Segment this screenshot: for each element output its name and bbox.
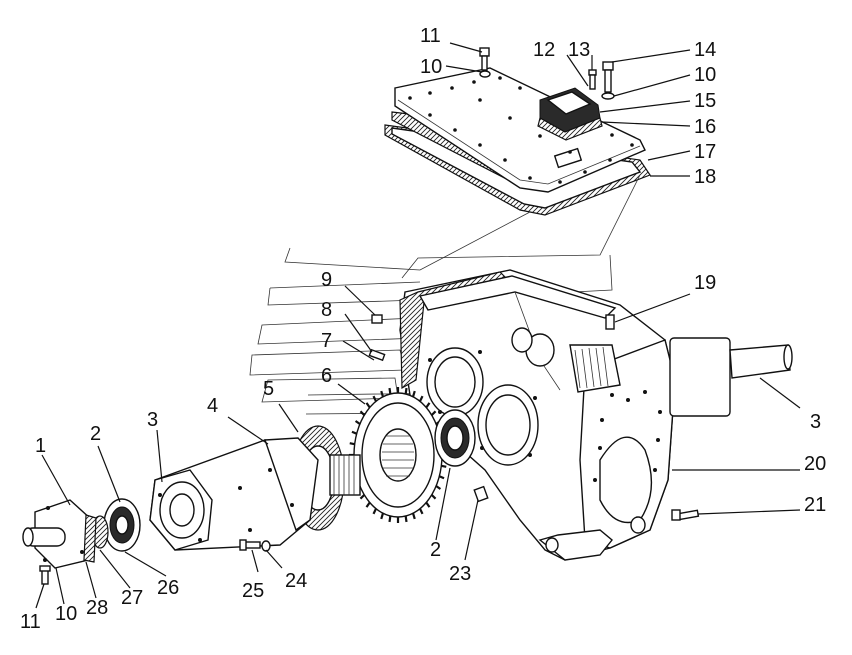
shaft-housing-4 bbox=[149, 437, 319, 551]
callout-24: 24 bbox=[285, 570, 307, 592]
screw-13 bbox=[588, 69, 597, 90]
callout-21: 21 bbox=[804, 494, 826, 516]
callout-8: 8 bbox=[321, 299, 332, 321]
bolt-19 bbox=[605, 314, 615, 330]
callout-10: 10 bbox=[420, 56, 442, 78]
callout-12: 12 bbox=[533, 39, 555, 61]
callout-10: 10 bbox=[55, 603, 77, 625]
gear-tooth bbox=[404, 387, 408, 395]
gear-tooth bbox=[359, 410, 366, 416]
callout-27: 27 bbox=[121, 587, 143, 609]
gear-tooth bbox=[430, 494, 437, 500]
bolt-21 bbox=[671, 509, 700, 521]
callout-2: 2 bbox=[430, 539, 441, 561]
callout-1: 1 bbox=[35, 435, 46, 457]
gear-tooth bbox=[351, 430, 358, 435]
callout-labels: 11 10 12 13 14 10 15 16 17 18 9 8 7 6 5 … bbox=[20, 25, 826, 633]
gear-tooth bbox=[372, 395, 377, 402]
gear-tooth bbox=[354, 420, 361, 425]
plug-23 bbox=[473, 485, 489, 503]
callout-10: 10 bbox=[694, 64, 716, 86]
callout-25: 25 bbox=[242, 580, 264, 602]
gear-tooth bbox=[441, 464, 447, 468]
gear-tooth bbox=[438, 475, 445, 480]
screw-25 bbox=[239, 539, 261, 551]
callout-3: 3 bbox=[810, 411, 821, 433]
callout-16: 16 bbox=[694, 116, 716, 138]
gear-tooth bbox=[404, 515, 408, 523]
callout-28: 28 bbox=[86, 597, 108, 619]
callout-18: 18 bbox=[694, 166, 716, 188]
leader-lines bbox=[35, 42, 801, 609]
callout-20: 20 bbox=[804, 453, 826, 475]
gear-tooth bbox=[411, 512, 416, 520]
callout-23: 23 bbox=[449, 563, 471, 585]
gear-tooth bbox=[425, 501, 431, 508]
callout-9: 9 bbox=[321, 269, 332, 291]
callout-14: 14 bbox=[694, 39, 716, 61]
gear-tooth bbox=[380, 390, 385, 398]
gear-tooth bbox=[388, 387, 392, 395]
callout-3: 3 bbox=[147, 409, 158, 431]
gear-tooth bbox=[388, 515, 392, 523]
gear-tooth bbox=[411, 390, 416, 398]
gear-tooth bbox=[349, 442, 355, 446]
pin-8 bbox=[371, 314, 383, 324]
callout-17: 17 bbox=[694, 141, 716, 163]
gear-tooth bbox=[365, 402, 371, 409]
callout-4: 4 bbox=[207, 395, 218, 417]
callout-5: 5 bbox=[263, 378, 274, 400]
callout-7: 7 bbox=[321, 330, 332, 352]
washer-24 bbox=[261, 540, 271, 552]
callout-2: 2 bbox=[90, 423, 101, 445]
end-flange-1 bbox=[22, 499, 97, 569]
callout-26: 26 bbox=[157, 577, 179, 599]
gear-tooth bbox=[435, 485, 442, 490]
flange-26-27 bbox=[91, 498, 141, 552]
top-cover-assembly bbox=[384, 47, 651, 216]
main-housing bbox=[399, 269, 793, 561]
gear-tooth bbox=[380, 512, 385, 520]
callout-6: 6 bbox=[321, 365, 332, 387]
callout-11: 11 bbox=[420, 25, 441, 47]
callout-19: 19 bbox=[694, 272, 716, 294]
gear-tooth bbox=[359, 494, 366, 500]
gear-tooth bbox=[425, 402, 431, 409]
gear-tooth bbox=[430, 410, 437, 416]
callout-15: 15 bbox=[694, 90, 716, 112]
gear-tooth bbox=[365, 501, 371, 508]
gear-tooth bbox=[419, 395, 424, 402]
bearing-2 bbox=[434, 409, 476, 467]
callout-13: 13 bbox=[568, 39, 590, 61]
gear-tooth bbox=[372, 508, 377, 515]
callout-11: 11 bbox=[20, 611, 41, 633]
screw-11-bottom bbox=[39, 565, 51, 585]
pin-7 bbox=[368, 348, 386, 362]
bolt-14 bbox=[601, 61, 615, 100]
gear-tooth bbox=[419, 508, 424, 515]
